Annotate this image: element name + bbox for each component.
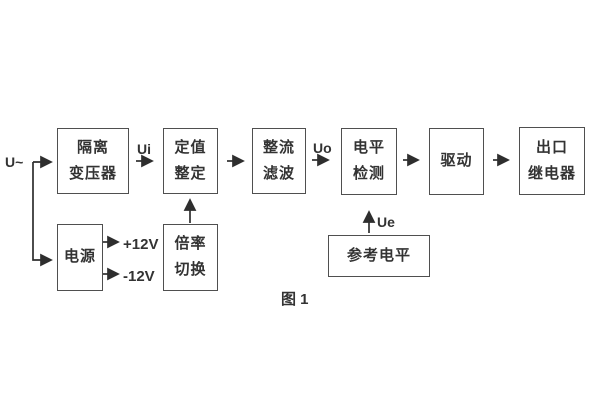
block-label: 整定 <box>174 164 207 182</box>
block-label: 检测 <box>352 165 385 182</box>
block-power-supply: 电源 <box>57 224 103 291</box>
block-reference-level: 参考电平 <box>328 235 430 277</box>
block-label: 切换 <box>174 261 207 278</box>
block-drive: 驱动 <box>429 128 484 195</box>
block-output-relay: 出口 继电器 <box>519 127 585 195</box>
block-setpoint: 定值 整定 <box>163 128 218 194</box>
block-label: 整流 <box>262 138 295 156</box>
figure-caption: 图 1 <box>281 291 309 308</box>
block-label: 继电器 <box>527 164 576 182</box>
label-input-voltage: U~ <box>5 154 24 170</box>
label-plus-12v: +12V <box>123 236 159 253</box>
block-label: 参考电平 <box>346 246 411 264</box>
block-label: 电平 <box>352 139 385 157</box>
arrow-input-branch-to-power <box>32 162 53 267</box>
block-label: 隔离 <box>76 138 109 156</box>
block-label: 倍率 <box>174 235 207 253</box>
block-label: 出口 <box>535 138 568 156</box>
block-label: 电源 <box>63 248 96 266</box>
label-ue: Ue <box>377 214 395 230</box>
label-ui: Ui <box>137 141 151 157</box>
block-level-detection: 电平 检测 <box>341 128 397 195</box>
label-minus-12v: -12V <box>123 268 155 285</box>
block-label: 滤波 <box>262 164 295 182</box>
label-uo: Uo <box>313 140 332 156</box>
block-label: 定值 <box>174 138 207 156</box>
block-isolation-transformer: 隔离 变压器 <box>57 128 129 194</box>
block-label: 驱动 <box>440 152 473 170</box>
block-ratio-switch: 倍率 切换 <box>163 224 218 291</box>
block-rectifier-filter: 整流 滤波 <box>252 128 306 194</box>
block-label: 变压器 <box>68 164 117 182</box>
